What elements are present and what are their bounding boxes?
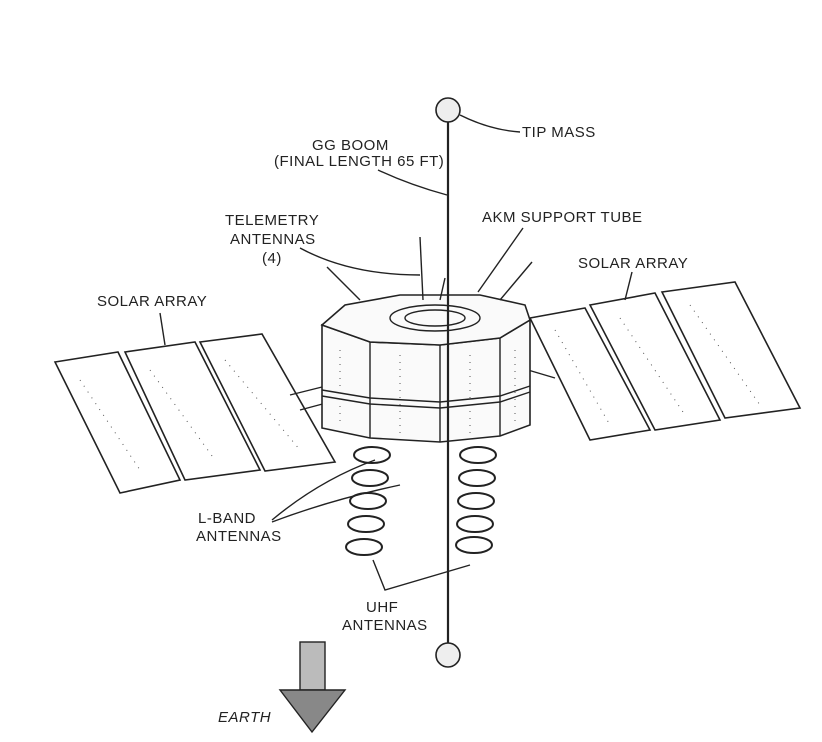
right-solar-array [527,281,802,441]
leader-lines [159,114,633,591]
l-band-label-1: L-BAND [198,510,256,527]
tip-mass-top [435,97,461,123]
gg-boom-label: GG BOOM [312,137,389,154]
tip-mass-bottom [435,642,461,668]
gg-boom [435,97,461,668]
telemetry-antennas [326,236,533,301]
akm-support-tube-label: AKM SUPPORT TUBE [482,209,643,226]
gg-boom-length-label: (FINAL LENGTH 65 FT) [274,153,444,170]
telemetry-label-3: (4) [262,250,282,267]
satellite-body [320,294,531,443]
solar-array-left-label: SOLAR ARRAY [97,293,207,310]
l-band-label-2: ANTENNAS [196,528,282,545]
tip-mass-label: TIP MASS [522,124,596,141]
uhf-label-2: ANTENNAS [342,617,428,634]
telemetry-label-2: ANTENNAS [230,231,316,248]
earth-label: EARTH [218,709,271,726]
earth-arrow-icon [278,641,347,734]
helical-antennas [345,446,497,556]
solar-array-right-label: SOLAR ARRAY [578,255,688,272]
uhf-label-1: UHF [366,599,398,616]
telemetry-label-1: TELEMETRY [225,212,319,229]
left-solar-array [53,333,337,494]
